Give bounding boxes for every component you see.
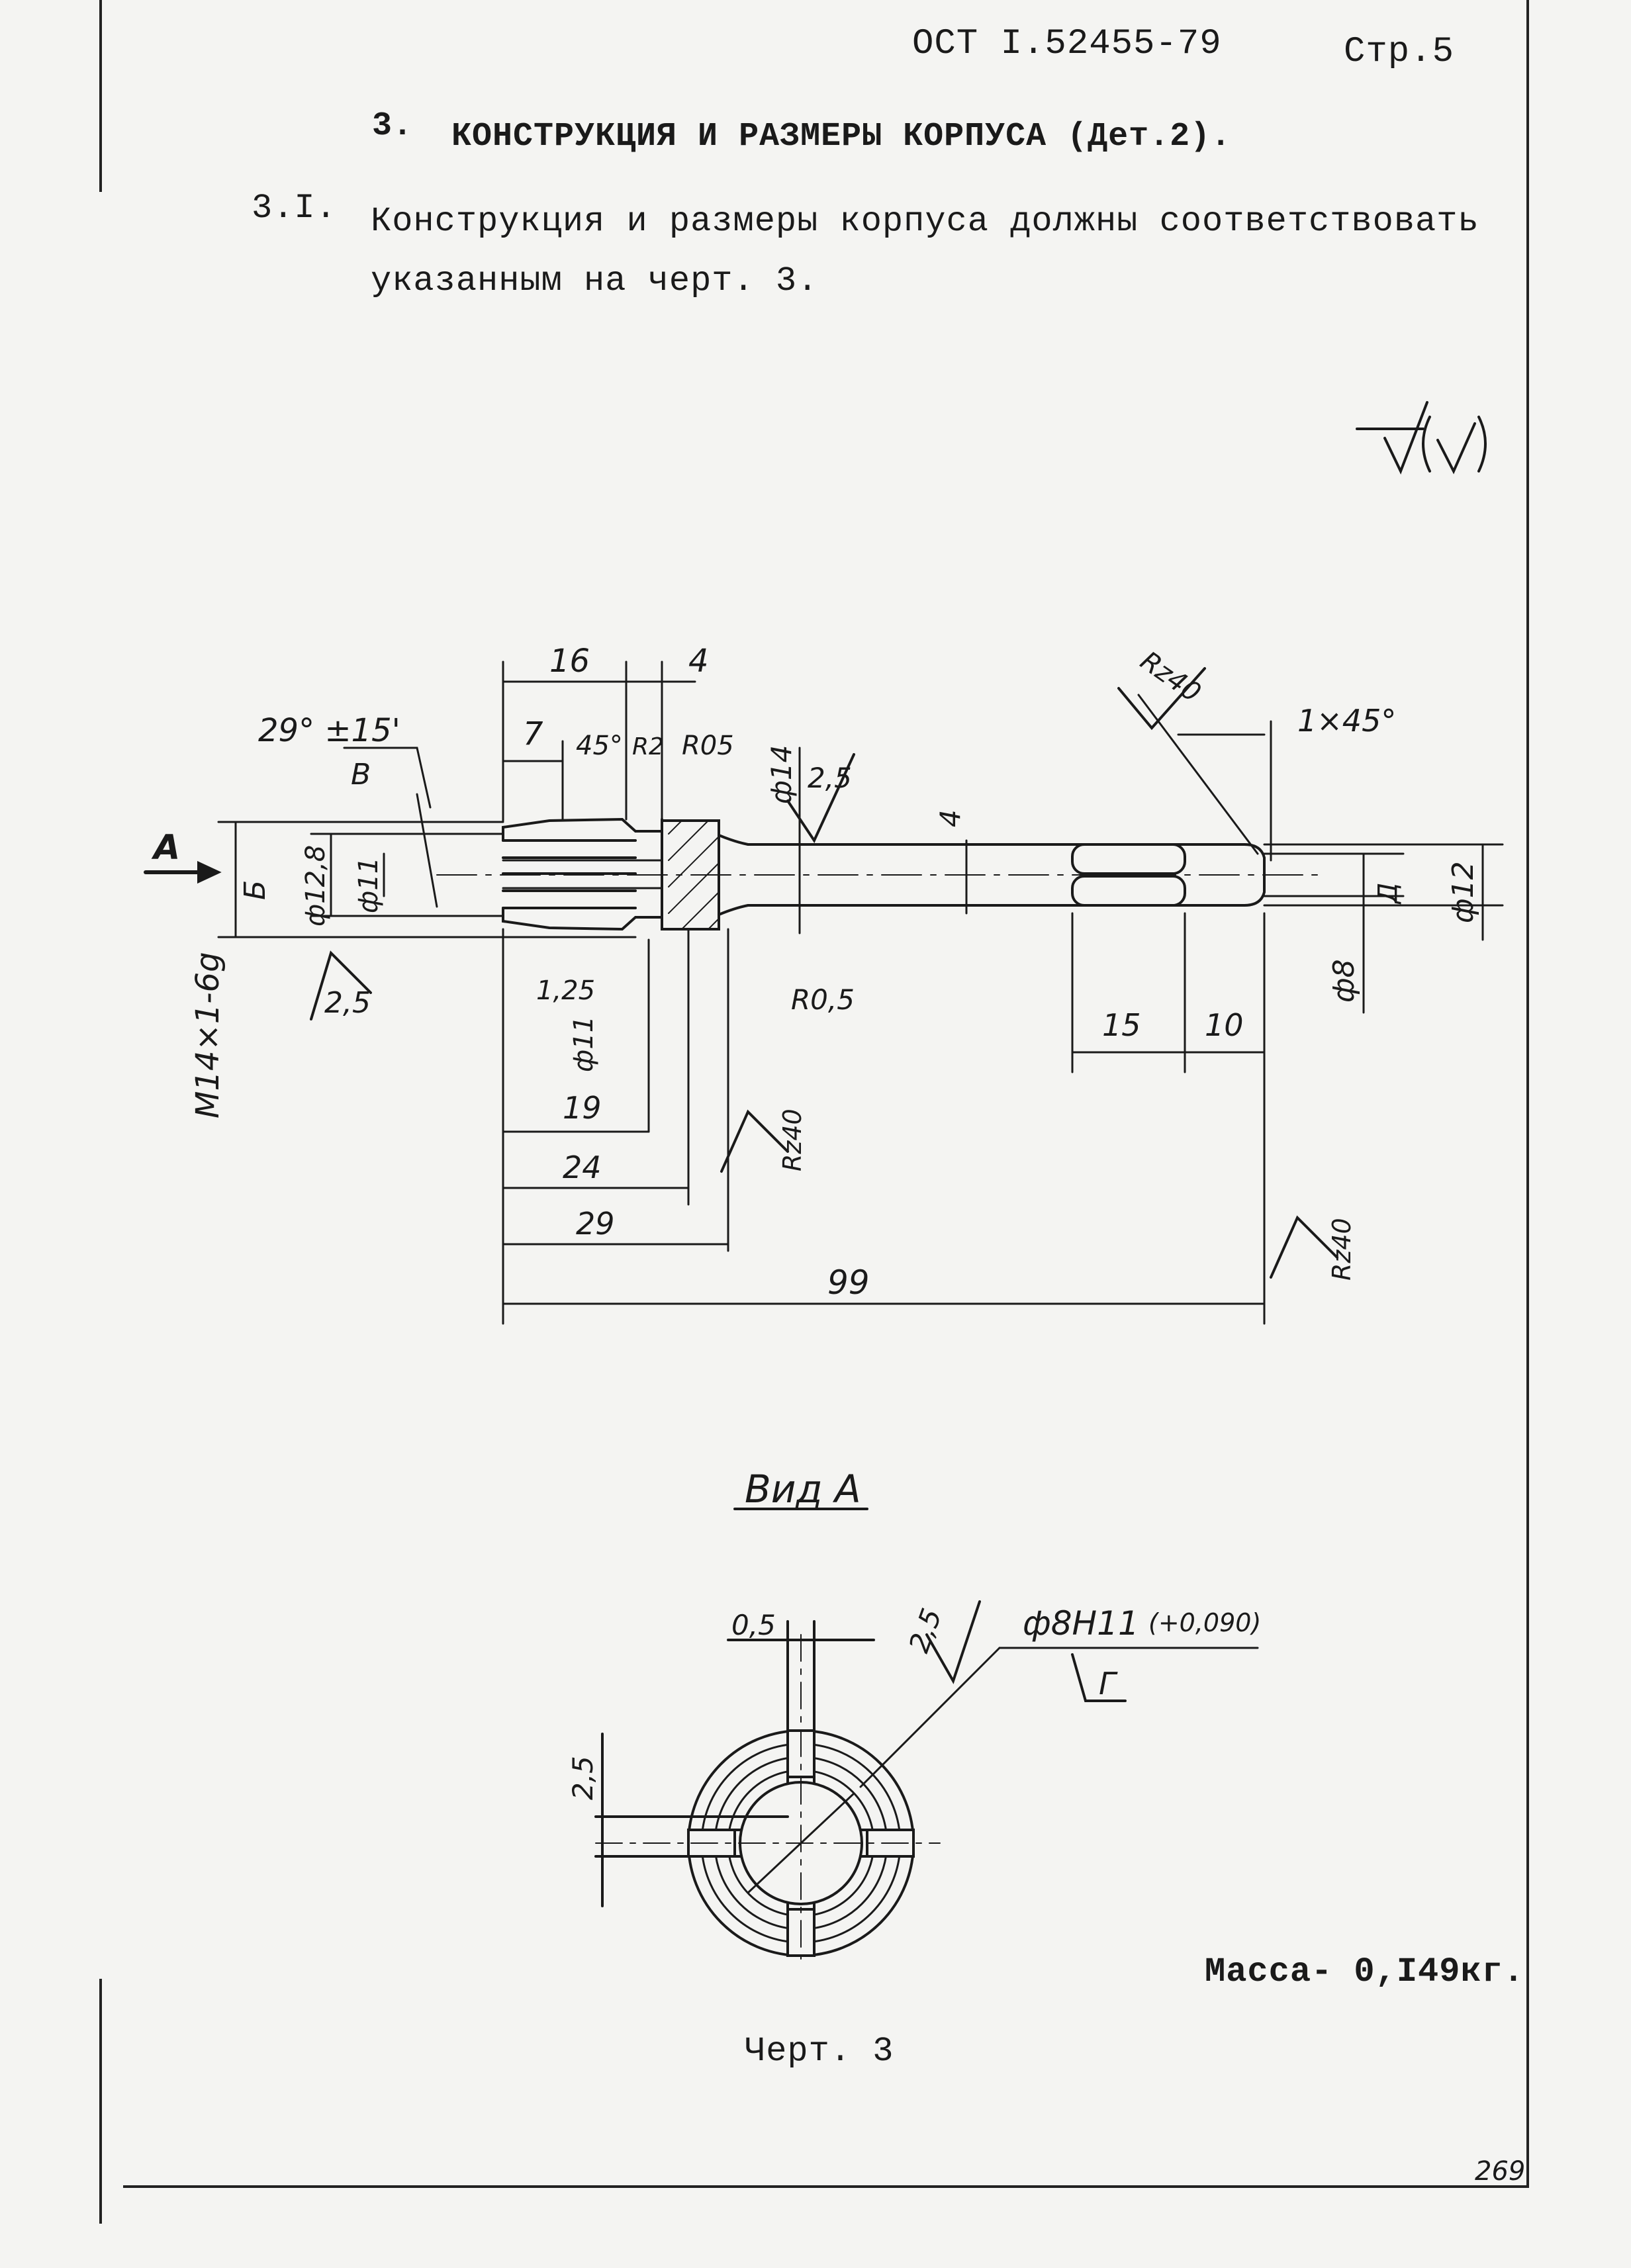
dim-r05-top: R05 [682,731,734,761]
dim-24: 24 [563,1150,602,1185]
dim-r2: R2 [632,733,664,760]
ref-g: Г [1099,1666,1118,1701]
dim-4-top: 4 [688,643,709,680]
dim-angle: 29° ±15' [258,712,400,749]
dim-phi14: ф14 [765,745,798,804]
view-dim-05: 0,5 [731,1609,776,1641]
dim-125: 1,25 [536,975,595,1006]
body-part-drawing [436,817,1325,931]
dim-phi12: ф12 [1446,861,1480,923]
dim-phi11: ф11 [353,857,384,913]
dim-16: 16 [549,643,590,680]
drawing-caption: Черт. 3 [745,2032,894,2071]
dim-rz40-top: Rz40 [1135,646,1206,709]
ref-v: В [351,758,371,792]
roughness-symbol-general [1356,401,1487,475]
dim-phi11-low: ф11 [569,1016,599,1072]
section-title: КОНСТРУКЦИЯ И РАЗМЕРЫ КОРПУСА (Дет.2). [451,118,1232,156]
dim-phi8: ф8 [1327,959,1361,1003]
dim-10: 10 [1205,1007,1244,1043]
view-dim-25: 2,5 [567,1756,599,1800]
binding-mark-bottom [99,1979,102,2224]
ref-d: Д [1373,883,1403,905]
view-dim-bore: ф8H11 [1023,1604,1139,1643]
ref-b: Б [238,880,272,900]
dim-29: 29 [576,1206,615,1242]
view-dim-ra25: 2,5 [902,1604,948,1657]
view-a-title: Вид А [745,1467,861,1512]
dim-99: 99 [827,1263,870,1302]
page-frame [123,0,1529,2188]
page-label: Стр.5 [1344,32,1455,72]
dim-rz40-mid: Rz40 [778,1109,807,1171]
dim-phi128: ф12,8 [301,845,331,927]
page-number: 269 [1475,2156,1526,2187]
view-dim-tolerance: (+0,090) [1148,1608,1261,1637]
dim-chamfer: 1×45° [1297,703,1396,739]
dim-r05-low: R0,5 [791,983,855,1016]
view-label-a: A [151,828,180,868]
dim-rz40-right: Rz40 [1327,1218,1356,1281]
dim-19: 19 [563,1090,602,1126]
dim-4-mid: 4 [934,809,966,827]
dim-45deg: 45° [576,731,623,761]
clause-line-2: указанным на черт. 3. [371,261,819,300]
dim-7: 7 [523,715,543,752]
binding-mark-top [99,0,102,192]
view-arrow-a [144,860,222,884]
dim-15: 15 [1102,1007,1141,1043]
clause-line-1: Конструкция и размеры корпуса должны соо… [371,202,1479,241]
dim-thread: M14×1-6g [189,952,226,1118]
doc-number: ОСТ I.52455-79 [912,24,1222,64]
dim-ra25-top: 2,5 [808,762,852,794]
mass-label: Масса- 0,I49кг. [1205,1952,1525,1991]
view-a-drawing [594,1600,1259,1960]
dim-ra25-left: 2,5 [324,986,371,1020]
section-number: 3. [372,107,414,145]
clause-number: 3.I. [252,189,337,228]
